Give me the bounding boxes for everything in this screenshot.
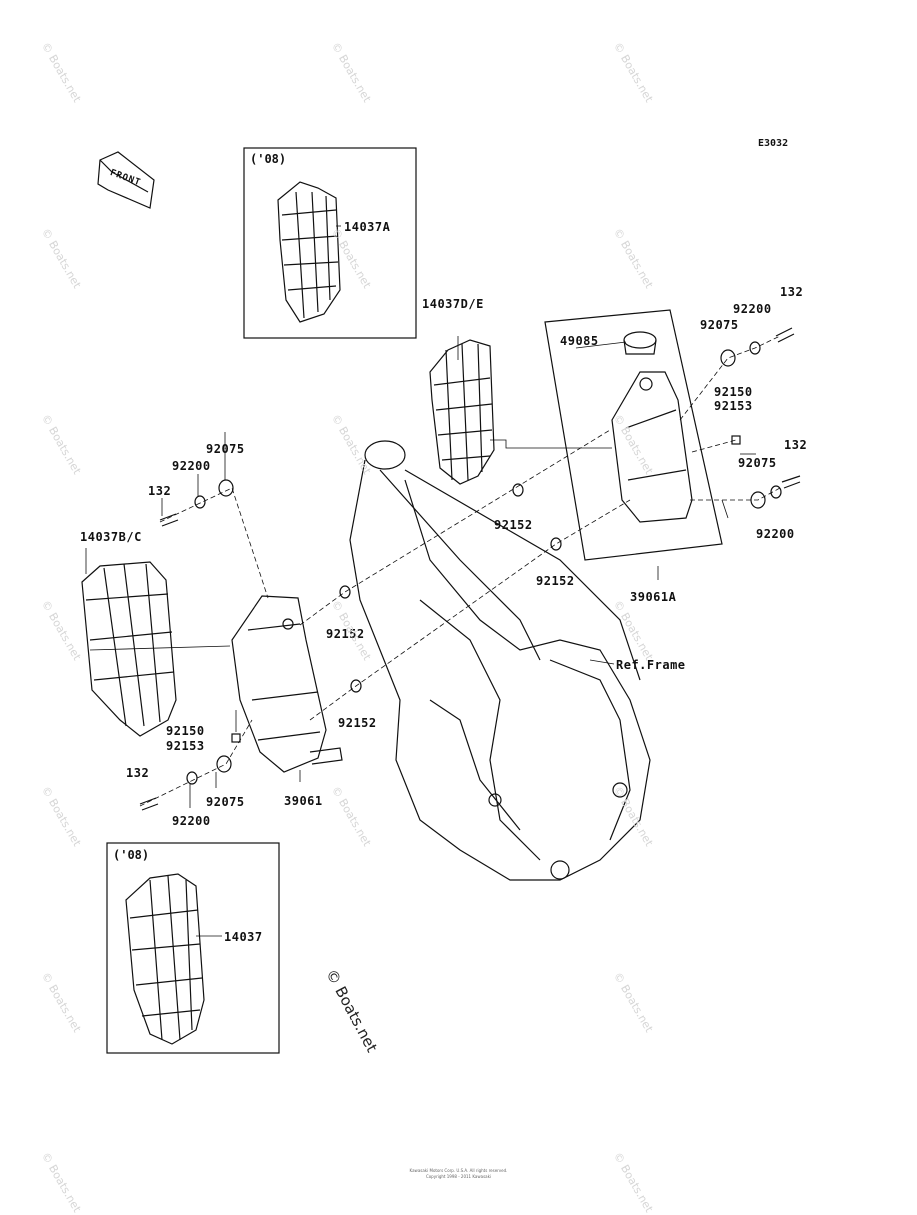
inset-box-bottom [106, 842, 280, 1054]
part-label-92152-center-2: 92152 [536, 574, 575, 588]
part-label-14037a: 14037A [344, 220, 391, 234]
part-label-92075-left-bottom: 92075 [206, 795, 245, 809]
part-label-39061a: 39061A [630, 590, 677, 604]
part-label-49085: 49085 [560, 334, 599, 348]
hardware-left [139, 479, 362, 811]
part-label-92150-left: 92150 [166, 724, 205, 738]
motorcycle-frame [349, 440, 651, 881]
footer-copyright: Kawasaki Motors Corp. U.S.A. All rights … [0, 1168, 917, 1180]
part-label-92200-left: 92200 [172, 459, 211, 473]
radiator-shroud-14037 [125, 873, 205, 1045]
radiator-shroud-14037bc [81, 561, 177, 737]
radiator-shroud-14037de [429, 339, 495, 485]
part-label-92152-left-1: 92152 [326, 627, 365, 641]
inset-tag-top: ('08) [250, 152, 287, 166]
hardware-right [512, 327, 801, 551]
part-label-92153-left: 92153 [166, 739, 205, 753]
part-label-92200-top-right: 92200 [733, 302, 772, 316]
inset-box-top [243, 147, 417, 339]
radiator-left-39061 [231, 595, 343, 773]
part-label-132-left: 132 [148, 484, 172, 498]
part-label-92075-top-right: 92075 [700, 318, 739, 332]
part-label-14037bc: 14037B/C [80, 530, 142, 544]
radiator-cap-49085 [623, 331, 657, 355]
footer-line-1: Kawasaki Motors Corp. U.S.A. All rights … [409, 1168, 508, 1173]
part-label-14037de: 14037D/E [422, 297, 484, 311]
part-label-92200-right: 92200 [756, 527, 795, 541]
radiator-right-39061a [611, 371, 693, 523]
ref-frame-label: Ref.Frame [616, 658, 686, 672]
part-label-92200-left-bottom: 92200 [172, 814, 211, 828]
part-label-92152-left-2: 92152 [338, 716, 377, 730]
part-label-92152-center-1: 92152 [494, 518, 533, 532]
part-label-39061: 39061 [284, 794, 323, 808]
part-label-132-right: 132 [784, 438, 808, 452]
part-label-92153-right: 92153 [714, 399, 753, 413]
part-label-132-left-bottom: 132 [126, 766, 150, 780]
footer-line-2: Copyright 1998 - 2011 Kawasaki [425, 1174, 492, 1179]
part-label-14037: 14037 [224, 930, 263, 944]
part-label-92075-left: 92075 [206, 442, 245, 456]
part-label-92075-right: 92075 [738, 456, 777, 470]
part-label-132-top-right: 132 [780, 285, 804, 299]
front-arrow-icon [97, 151, 155, 209]
part-label-92150-right: 92150 [714, 385, 753, 399]
diagram-code: E3032 [758, 138, 789, 149]
radiator-shroud-14037a [277, 181, 341, 323]
inset-tag-bottom: ('08) [113, 848, 150, 862]
radiator-group-box-right [544, 309, 723, 561]
